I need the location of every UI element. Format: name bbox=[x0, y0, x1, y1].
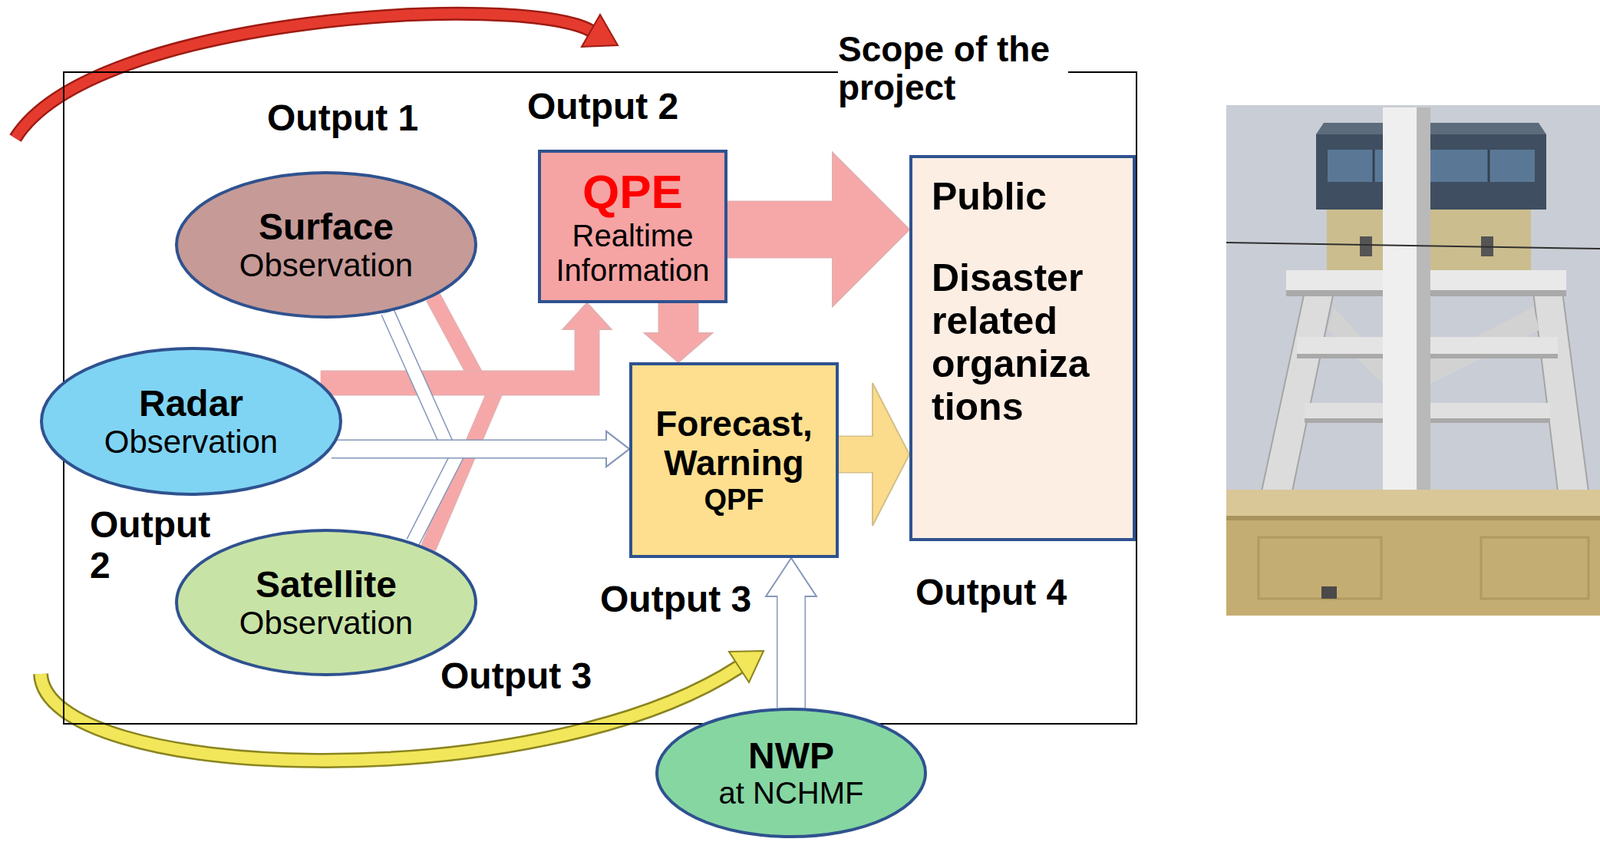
cabin-glass bbox=[1327, 149, 1535, 182]
node-subtitle: Observation bbox=[104, 423, 278, 460]
text-area: Scope of the project bbox=[837, 30, 1069, 107]
base-trim bbox=[1226, 515, 1600, 521]
flow-arrow bbox=[644, 303, 713, 363]
arrow-body bbox=[412, 448, 609, 542]
arrow-body bbox=[727, 201, 835, 258]
node-title: Radar bbox=[138, 382, 244, 425]
tower-photo bbox=[1226, 105, 1600, 616]
flow-arrow bbox=[765, 557, 817, 708]
output-label: Output 1 bbox=[267, 98, 419, 139]
glass-frame bbox=[1487, 149, 1491, 182]
base-panel bbox=[1258, 537, 1382, 599]
node-subtitle: Observation bbox=[239, 247, 413, 284]
ellipse-shape bbox=[176, 172, 476, 317]
tower-column bbox=[1382, 107, 1431, 507]
arrow-head bbox=[563, 303, 611, 330]
text-area: NWPat NCHMF bbox=[686, 721, 897, 825]
glass-frame bbox=[1372, 149, 1376, 182]
arrow-body bbox=[331, 440, 609, 458]
arrow-outline bbox=[432, 296, 588, 383]
wall-lamp bbox=[1321, 586, 1337, 599]
node-title: Public bbox=[931, 174, 1047, 218]
tower-cabin bbox=[1316, 134, 1547, 210]
arrow-head bbox=[606, 431, 630, 467]
arrow-head bbox=[563, 303, 611, 330]
scope-heading: Scope of the project bbox=[837, 30, 1069, 107]
node-title: Surface bbox=[258, 206, 394, 248]
feedback-arrow-yellow bbox=[40, 650, 764, 761]
arrow-head bbox=[832, 152, 910, 307]
flow-arrow bbox=[331, 431, 630, 467]
arrow-head bbox=[606, 431, 630, 467]
output-label: Output 2 bbox=[89, 504, 221, 587]
arrow-body bbox=[659, 303, 698, 336]
text-area: Forecast, WarningQPF bbox=[641, 374, 827, 546]
arrow-head bbox=[765, 557, 817, 597]
node-subtitle: Observation bbox=[239, 604, 413, 641]
node-subtitle: Disaster related organizations bbox=[931, 256, 1095, 429]
output-label: Output 3 bbox=[440, 656, 592, 697]
curved-arrow-outline bbox=[15, 13, 591, 139]
ellipse-shape bbox=[176, 530, 476, 675]
text-area: RadarObservation bbox=[75, 365, 307, 478]
text-area: SurfaceObservation bbox=[210, 189, 443, 301]
observation-ellipse: SatelliteObservation bbox=[174, 528, 478, 677]
tower-window bbox=[1359, 236, 1373, 257]
observation-ellipse: RadarObservation bbox=[39, 346, 343, 496]
audience-box: PublicDisaster related organizations bbox=[909, 155, 1136, 542]
base-panel bbox=[1481, 537, 1589, 599]
node-subtitle: QPF bbox=[703, 483, 764, 517]
observation-ellipse: SurfaceObservation bbox=[174, 171, 478, 319]
node-title: Forecast, Warning bbox=[641, 404, 827, 484]
column-shade bbox=[1416, 107, 1431, 507]
model-ellipse: NWPat NCHMF bbox=[655, 707, 928, 838]
process-box: QPERealtime Information bbox=[537, 149, 728, 304]
text-area: PublicDisaster related organizations bbox=[931, 174, 1095, 522]
arrow-head bbox=[563, 303, 611, 330]
arrow-head bbox=[606, 431, 630, 467]
arrow-body bbox=[320, 326, 588, 383]
node-title: Satellite bbox=[255, 564, 397, 606]
base-ledge bbox=[1226, 489, 1600, 516]
process-box: Forecast, WarningQPF bbox=[629, 362, 839, 558]
curved-arrow-outline bbox=[40, 666, 739, 761]
ellipse-shape bbox=[41, 348, 341, 495]
node-subtitle: Realtime Information bbox=[548, 218, 717, 288]
curved-arrow-body bbox=[15, 13, 591, 139]
text-area: SatelliteObservation bbox=[210, 547, 443, 658]
node-subtitle: at NCHMF bbox=[719, 775, 865, 811]
tower-leg bbox=[1533, 291, 1589, 492]
flow-arrow bbox=[838, 382, 910, 526]
scope-frame: Scope of the projectSurfaceObservationRa… bbox=[62, 71, 1138, 725]
flow-arrow bbox=[727, 152, 910, 307]
arrow-body bbox=[428, 326, 588, 548]
node-title: NWP bbox=[748, 735, 835, 777]
arrow-body bbox=[387, 312, 609, 449]
curved-arrow-head bbox=[729, 650, 764, 683]
ellipse-shape bbox=[656, 709, 926, 837]
tower-base bbox=[1226, 489, 1600, 616]
arrow-head bbox=[872, 382, 910, 526]
arrow-body bbox=[432, 296, 588, 383]
arrow-head bbox=[644, 333, 713, 363]
photo-sky bbox=[1226, 105, 1600, 616]
curved-arrow-body bbox=[40, 666, 739, 761]
overhead-wire bbox=[1226, 242, 1600, 249]
text-area: QPERealtime Information bbox=[548, 158, 717, 294]
output-label: Output 2 bbox=[527, 86, 679, 128]
output-label: Output 3 bbox=[600, 579, 752, 621]
curved-arrow-head bbox=[581, 14, 618, 47]
arrow-body bbox=[778, 593, 805, 708]
output-label: Output 4 bbox=[915, 572, 1067, 614]
arrow-body bbox=[838, 436, 875, 472]
tower-leg bbox=[1261, 291, 1334, 492]
node-title: QPE bbox=[582, 164, 683, 218]
tower-roof bbox=[1316, 122, 1547, 135]
